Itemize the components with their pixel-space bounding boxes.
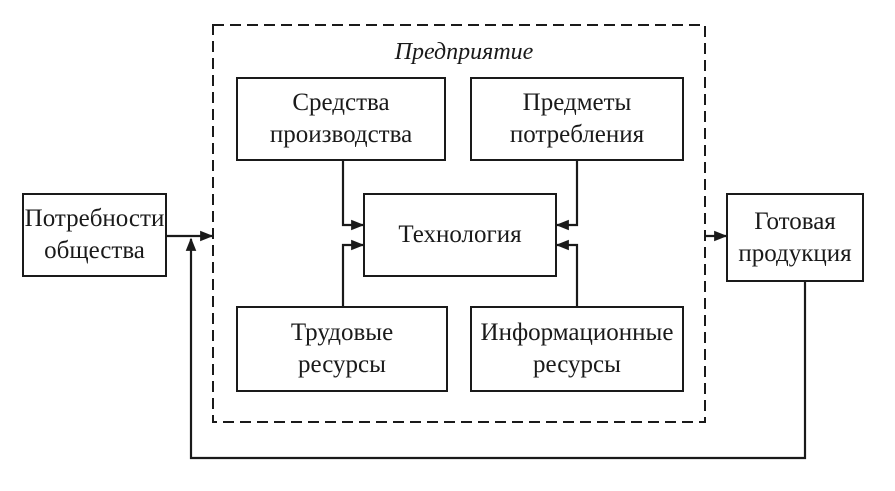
arrow-labor-to-technology <box>341 239 365 306</box>
arrow-info-to-technology <box>555 239 579 306</box>
enterprise-title: Предприятие <box>390 38 538 66</box>
information-resources-box: Информационные ресурсы <box>470 306 684 392</box>
objects-label-line1: Предметы <box>522 89 632 116</box>
labor-label-line2: ресурсы <box>298 351 386 378</box>
means-label-line1: Средства <box>292 89 390 116</box>
means-of-production-box: Средства производства <box>236 77 446 161</box>
enterprise-boundary <box>212 24 706 423</box>
technology-box: Технология <box>363 193 557 277</box>
needs-label-line2: общества <box>44 237 145 264</box>
technology-label: Технология <box>398 221 522 248</box>
arrow-means-to-technology <box>341 160 365 231</box>
arrow-feedback-loop <box>185 237 807 460</box>
labor-resources-box: Трудовые ресурсы <box>236 306 448 392</box>
info-label-line1: Информационные <box>480 319 674 346</box>
product-label-line1: Готовая <box>754 207 836 235</box>
finished-product-box: Готовая продукция <box>726 193 864 282</box>
info-label-line2: ресурсы <box>533 351 621 378</box>
objects-label-line2: потребления <box>509 121 645 148</box>
arrow-objects-to-technology <box>555 160 579 231</box>
objects-of-consumption-box: Предметы потребления <box>470 77 684 161</box>
needs-label-line1: Потребности <box>24 205 165 232</box>
needs-box: Потребности общества <box>22 193 167 277</box>
means-label-line2: производства <box>269 121 413 148</box>
product-label-line2: продукция <box>738 239 852 267</box>
labor-label-line1: Трудовые <box>290 319 394 346</box>
